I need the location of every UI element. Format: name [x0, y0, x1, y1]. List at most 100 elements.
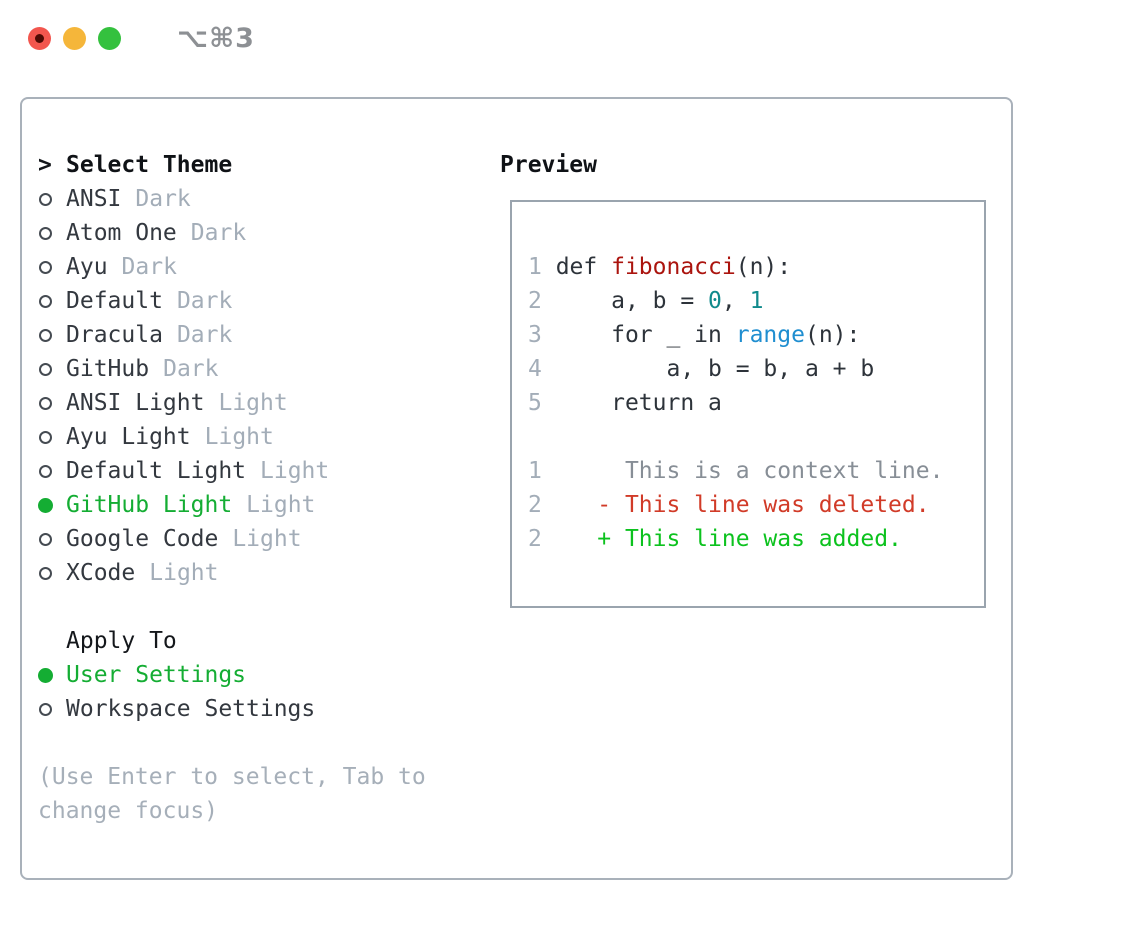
- theme-item-google-code[interactable]: Google Code Light: [38, 522, 329, 556]
- preview-title: Preview: [500, 152, 597, 178]
- close-button[interactable]: [28, 26, 51, 50]
- item-label: ANSI Light: [66, 390, 205, 416]
- theme-item-github-dark[interactable]: GitHub Dark: [38, 352, 329, 386]
- radio-selected-icon: [38, 667, 66, 683]
- preview-line: 5 return a: [528, 386, 984, 420]
- radio-icon: [38, 430, 66, 444]
- item-variant-tag: Light: [204, 424, 274, 450]
- code-segment-teal: 1: [749, 288, 764, 314]
- code-segment-del: - This line was deleted.: [555, 492, 930, 518]
- preview-line: 2 + This line was added.: [528, 522, 984, 556]
- code-segment-ctx: This is a context line.: [555, 458, 944, 484]
- code-segment-num: 5: [528, 390, 556, 416]
- close-dot-icon: [35, 33, 44, 43]
- code-segment-code: (n):: [735, 254, 792, 280]
- code-segment-num: 1: [528, 458, 556, 484]
- window-title: ⌥⌘3: [177, 22, 255, 54]
- item-variant-tag: Dark: [135, 186, 191, 212]
- zoom-button[interactable]: [98, 26, 121, 50]
- code-segment-teal: 0: [708, 288, 722, 314]
- code-segment-code: def: [555, 254, 612, 280]
- circle-icon: [39, 566, 52, 580]
- theme-item-default-light[interactable]: Default Light Light: [38, 454, 329, 488]
- theme-item-ansi-dark[interactable]: ANSI Dark: [38, 182, 329, 216]
- code-segment-code: (n):: [804, 322, 861, 348]
- code-segment-num: 3: [528, 322, 556, 348]
- apply-item-workspace-settings[interactable]: Workspace Settings: [38, 692, 315, 726]
- code-segment-blue: range: [735, 322, 805, 348]
- item-variant-tag: Light: [149, 560, 219, 586]
- item-variant-tag: Dark: [176, 322, 233, 348]
- window-titlebar: ⌥⌘3: [0, 0, 1140, 76]
- radio-icon: [38, 702, 66, 716]
- item-label: ANSI: [66, 186, 122, 212]
- circle-icon: [39, 192, 52, 206]
- theme-item-xcode[interactable]: XCode Light: [38, 556, 329, 590]
- hint-line: (Use Enter to select, Tab to: [38, 764, 426, 790]
- circle-icon: [39, 464, 52, 478]
- code-segment-num: 2: [528, 288, 556, 314]
- item-label: User Settings: [66, 662, 247, 688]
- code-segment-code: for _ in: [555, 322, 736, 348]
- item-label: Dracula: [66, 322, 163, 348]
- circle-icon: [39, 328, 52, 342]
- code-segment-add: + This line was added.: [555, 526, 902, 552]
- radio-icon: [38, 566, 66, 580]
- caret-icon: >: [38, 152, 52, 178]
- circle-icon: [39, 260, 52, 274]
- theme-item-ansi-light[interactable]: ANSI Light Light: [38, 386, 329, 420]
- apply-to-title: Apply To: [66, 628, 177, 654]
- code-segment-code: return a: [555, 390, 722, 416]
- circle-icon: [39, 702, 52, 716]
- filled-circle-icon: [38, 497, 53, 513]
- item-variant-tag: Light: [260, 458, 330, 484]
- radio-icon: [38, 532, 66, 546]
- radio-icon: [38, 192, 66, 206]
- apply-item-user-settings[interactable]: User Settings: [38, 658, 315, 692]
- code-segment-code: a, b =: [555, 288, 709, 314]
- hint-line: change focus): [38, 798, 219, 824]
- circle-icon: [39, 430, 52, 444]
- circle-icon: [39, 396, 52, 410]
- item-label: GitHub: [66, 356, 150, 382]
- item-label: Atom One: [66, 220, 177, 246]
- preview-line: 4 a, b = b, a + b: [528, 352, 984, 386]
- item-variant-tag: Light: [232, 526, 302, 552]
- item-label: Workspace Settings: [66, 696, 316, 722]
- preview-line: 1 def fibonacci(n):: [528, 250, 984, 284]
- item-label: Default: [66, 288, 163, 314]
- minimize-button[interactable]: [63, 26, 86, 50]
- circle-icon: [39, 532, 52, 546]
- preview-line: 2 - This line was deleted.: [528, 488, 984, 522]
- item-variant-tag: Dark: [163, 356, 219, 382]
- apply-to-header-row: Apply To: [38, 624, 315, 658]
- filled-circle-icon: [38, 667, 53, 683]
- code-segment-code: a, b = b, a + b: [555, 356, 875, 382]
- theme-item-dracula-dark[interactable]: Dracula Dark: [38, 318, 329, 352]
- item-label: XCode: [66, 560, 136, 586]
- item-variant-tag: Dark: [190, 220, 247, 246]
- preview-line: 1 This is a context line.: [528, 454, 984, 488]
- radio-icon: [38, 362, 66, 376]
- theme-item-atom-one-dark[interactable]: Atom One Dark: [38, 216, 329, 250]
- item-variant-tag: Light: [218, 390, 288, 416]
- code-segment-num: 2: [528, 492, 556, 518]
- item-label: Default Light: [66, 458, 247, 484]
- radio-icon: [38, 294, 66, 308]
- preview-line: 3 for _ in range(n):: [528, 318, 984, 352]
- item-label: Ayu: [66, 254, 108, 280]
- theme-list-title: Select Theme: [66, 152, 233, 178]
- item-variant-tag: Light: [246, 492, 316, 518]
- preview-line: 2 a, b = 0, 1: [528, 284, 984, 318]
- circle-icon: [39, 294, 52, 308]
- code-segment-num: 4: [528, 356, 556, 382]
- item-label: Google Code: [66, 526, 219, 552]
- theme-list-header: > Select Theme: [38, 148, 329, 182]
